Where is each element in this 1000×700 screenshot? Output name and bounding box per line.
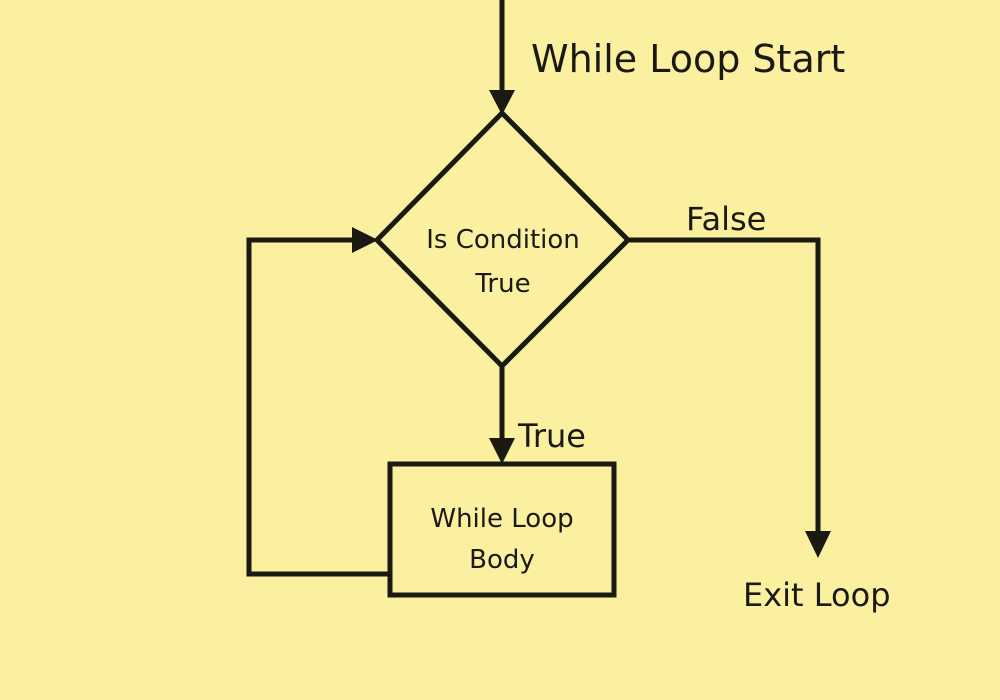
- loop-back-line: [246, 237, 390, 577]
- edge-entry: [489, 0, 515, 115]
- loop-back-arrowhead-icon: [352, 227, 378, 253]
- edge-false-branch: [628, 237, 831, 558]
- exit-loop-label: Exit Loop: [743, 576, 891, 614]
- true-branch-label: True: [517, 417, 586, 455]
- while-loop-start-label: While Loop Start: [531, 37, 845, 81]
- decision-text-line-1: Is Condition: [426, 225, 580, 255]
- body-text-line-2: Body: [469, 545, 535, 575]
- false-branch-line: [628, 237, 821, 542]
- body-node[interactable]: While Loop Body: [387, 461, 617, 598]
- body-text-line-1: While Loop: [430, 504, 573, 534]
- false-branch-label: False: [686, 200, 766, 238]
- entry-arrowhead-icon: [489, 90, 515, 115]
- edge-true-branch: [489, 366, 515, 464]
- false-branch-arrowhead-icon: [805, 531, 831, 558]
- edge-loop-back: [246, 227, 390, 577]
- body-rectangle-shape: [387, 461, 617, 598]
- decision-text-line-2: True: [474, 269, 530, 299]
- true-branch-arrowhead-icon: [489, 438, 515, 464]
